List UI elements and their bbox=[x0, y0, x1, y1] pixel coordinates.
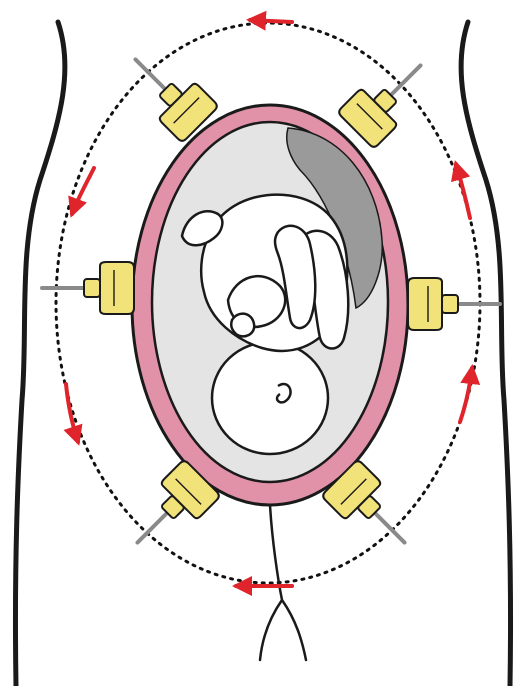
probe-upper-right bbox=[337, 47, 439, 149]
body-outline-left bbox=[15, 22, 64, 686]
probe-mid-left bbox=[42, 262, 134, 314]
cervix-line bbox=[260, 505, 306, 660]
arrow-top bbox=[250, 20, 292, 22]
fetal-hand bbox=[231, 314, 254, 337]
arrow-upper-left bbox=[72, 168, 94, 214]
fetal-head bbox=[212, 342, 328, 454]
arrow-lower-right bbox=[460, 368, 472, 422]
probe-mid-right bbox=[408, 278, 500, 330]
body-outline-right bbox=[461, 22, 510, 686]
arrow-lower-left bbox=[66, 384, 78, 442]
arrow-upper-right bbox=[456, 164, 470, 218]
